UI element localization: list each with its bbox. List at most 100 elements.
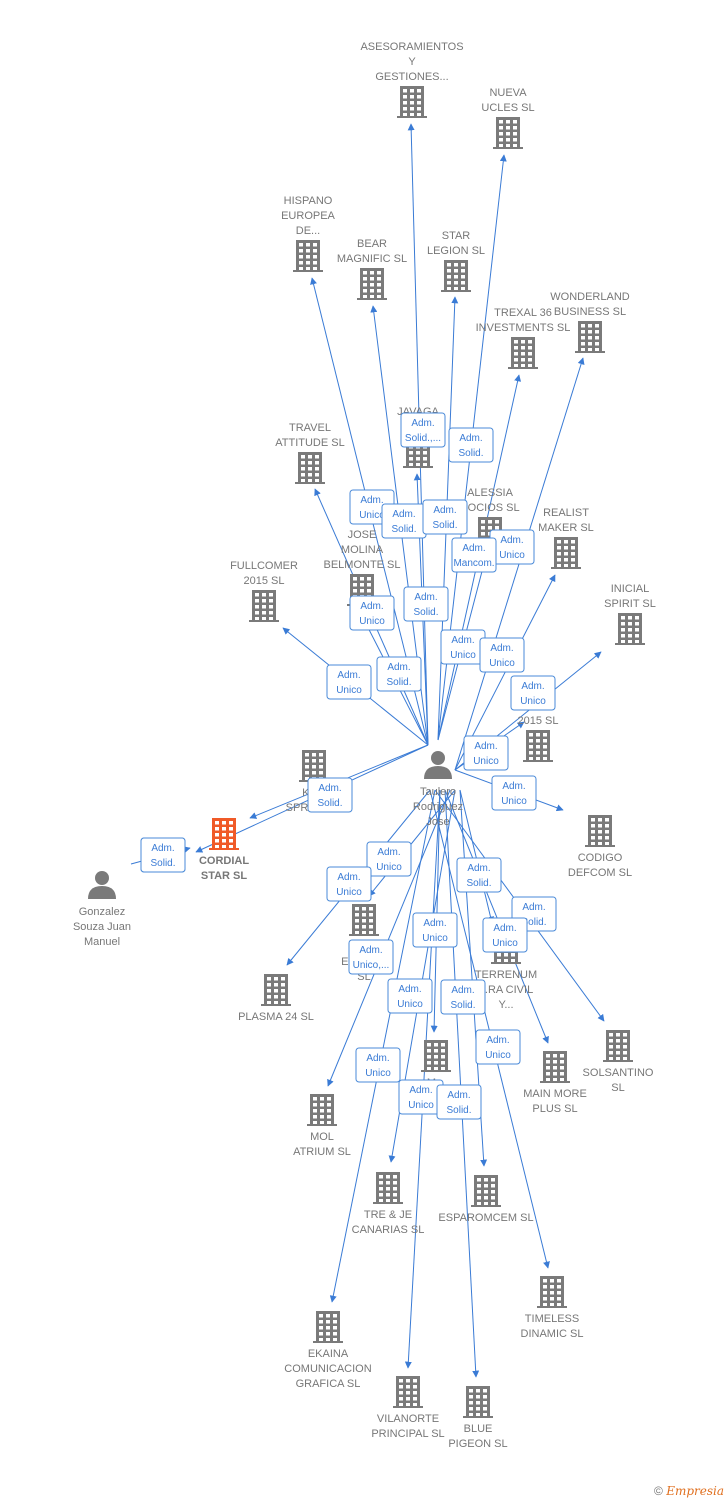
role-text: Solid. bbox=[317, 798, 342, 809]
role-text: Adm. bbox=[337, 670, 360, 681]
node-label: LEGION SL bbox=[427, 245, 485, 257]
role-text: Unico bbox=[336, 685, 362, 696]
role-text: Unico,... bbox=[353, 960, 390, 971]
role-badge-taulero-ka_sprint[interactable]: Adm.Solid. bbox=[307, 777, 353, 813]
role-text: Solid. bbox=[432, 520, 457, 531]
building-icon bbox=[441, 260, 471, 292]
role-badge-taulero-star_legion[interactable]: Adm. Solid. bbox=[422, 499, 468, 535]
role-badge-taulero-mol_atrium[interactable]: Adm.Unico,... bbox=[348, 939, 394, 975]
role-badge-taulero-ekaina[interactable]: Adm.Unico bbox=[355, 1047, 401, 1083]
node-label: PLASMA 24 SL bbox=[238, 1011, 314, 1023]
role-badge-taulero-inicial[interactable]: Adm.Unico bbox=[510, 675, 556, 711]
role-badge-taulero-bear[interactable]: Adm.Solid. bbox=[381, 503, 427, 539]
node-label: REALIST bbox=[543, 507, 589, 519]
role-badge-taulero-tre_je[interactable]: Adm.Unico bbox=[387, 978, 433, 1014]
building-icon bbox=[299, 750, 329, 782]
role-text: Adm. bbox=[360, 495, 383, 506]
role-badge-taulero-javaga[interactable]: Adm.Solid. bbox=[403, 586, 449, 622]
role-text: Solid. bbox=[450, 1000, 475, 1011]
node-label: UCLES SL bbox=[481, 102, 534, 114]
role-badge-taulero-trexal[interactable]: Adm.Mancom. bbox=[451, 537, 497, 573]
role-badge-taulero-r_expe[interactable]: Adm.Unico bbox=[366, 841, 412, 877]
node-label: PLUS SL bbox=[532, 1103, 577, 1115]
role-badge-taulero-codigo[interactable]: Adm.Unico bbox=[491, 775, 537, 811]
building-icon bbox=[508, 337, 538, 369]
role-text: Solid. bbox=[391, 524, 416, 535]
node-label: CANARIAS SL bbox=[352, 1224, 425, 1236]
role-text: Unico bbox=[485, 1050, 511, 1061]
role-badge-taulero-asesoramientos[interactable]: Adm.Solid.,... bbox=[400, 412, 446, 448]
role-badge-taulero-alessia[interactable]: Adm.Unico bbox=[440, 629, 486, 665]
role-text: Solid. bbox=[446, 1105, 471, 1116]
role-badge-taulero-jose_molina[interactable]: Adm.Solid. bbox=[376, 656, 422, 692]
role-badge-taulero-fullcomer[interactable]: Adm. Unico bbox=[326, 664, 372, 700]
role-badge-taulero-nueva_ucles[interactable]: Adm.Solid. bbox=[448, 427, 494, 463]
role-badge-taulero-vilanorte[interactable]: Adm.Unico bbox=[398, 1079, 444, 1115]
role-text: Unico bbox=[376, 862, 402, 873]
role-text: Adm. bbox=[459, 433, 482, 444]
role-text: Adm. bbox=[451, 985, 474, 996]
role-text: Solid.,... bbox=[405, 433, 441, 444]
node-label: TERRENUM bbox=[475, 969, 537, 981]
building-icon bbox=[551, 537, 581, 569]
node-label: TRAVEL bbox=[289, 422, 331, 434]
node-label: BEAR bbox=[357, 238, 387, 250]
role-badge-taulero-m_center[interactable]: Adm.Unico bbox=[412, 912, 458, 948]
role-text: Adm. bbox=[387, 662, 410, 673]
role-text: Adm. bbox=[490, 643, 513, 654]
node-label: INVESTMENTS SL bbox=[476, 322, 571, 334]
role-text: Adm. bbox=[433, 505, 456, 516]
role-badge-taulero-main_more[interactable]: Adm.Unico bbox=[482, 917, 528, 953]
role-text: Adm. bbox=[447, 1090, 470, 1101]
role-badge-taulero-plasma[interactable]: Adm.Unico bbox=[326, 866, 372, 902]
company-node-plasma[interactable]: PLASMA 24 SL bbox=[238, 974, 314, 1023]
building-icon bbox=[261, 974, 291, 1006]
node-label: DE... bbox=[296, 225, 320, 237]
edge-taulero-vilanorte bbox=[404, 789, 441, 1369]
building-icon bbox=[349, 904, 379, 936]
building-icon bbox=[393, 1376, 423, 1408]
role-badge-taulero-realist[interactable]: Adm.Unico bbox=[479, 637, 525, 673]
role-text: Mancom. bbox=[453, 558, 494, 569]
role-text: Unico bbox=[492, 938, 518, 949]
role-badge-taulero-travel[interactable]: Adm.Unico bbox=[349, 595, 395, 631]
node-label: ATRIUM SL bbox=[293, 1146, 351, 1158]
brand-logo[interactable]: Empresia bbox=[666, 1484, 724, 1498]
role-badge-taulero-blue_pigeon[interactable]: Adm. Solid. bbox=[436, 1084, 482, 1120]
edge-taulero-r_expe bbox=[368, 789, 456, 897]
role-badge-gonzalez-cordial[interactable]: Adm.Solid. bbox=[140, 837, 186, 873]
role-badge-taulero-wonderland[interactable]: Adm.Unico bbox=[489, 529, 535, 565]
company-node-asesoramientos[interactable]: ASESORAMIENTOSYGESTIONES... bbox=[360, 41, 464, 118]
role-text: Adm. bbox=[409, 1085, 432, 1096]
role-badge-taulero-e_2015[interactable]: Adm.Unico bbox=[463, 735, 509, 771]
company-node-hispano[interactable]: HISPANOEUROPEADE... bbox=[281, 195, 336, 272]
role-badge-taulero-timeless[interactable]: Adm.Unico bbox=[475, 1029, 521, 1065]
company-node-esparomcem[interactable]: ESPAROMCEM SL bbox=[438, 1175, 534, 1224]
role-badge-taulero-esparomcem[interactable]: Adm. Solid. bbox=[440, 979, 486, 1015]
role-badge-taulero-terrenum[interactable]: Adm.Solid. bbox=[456, 857, 502, 893]
